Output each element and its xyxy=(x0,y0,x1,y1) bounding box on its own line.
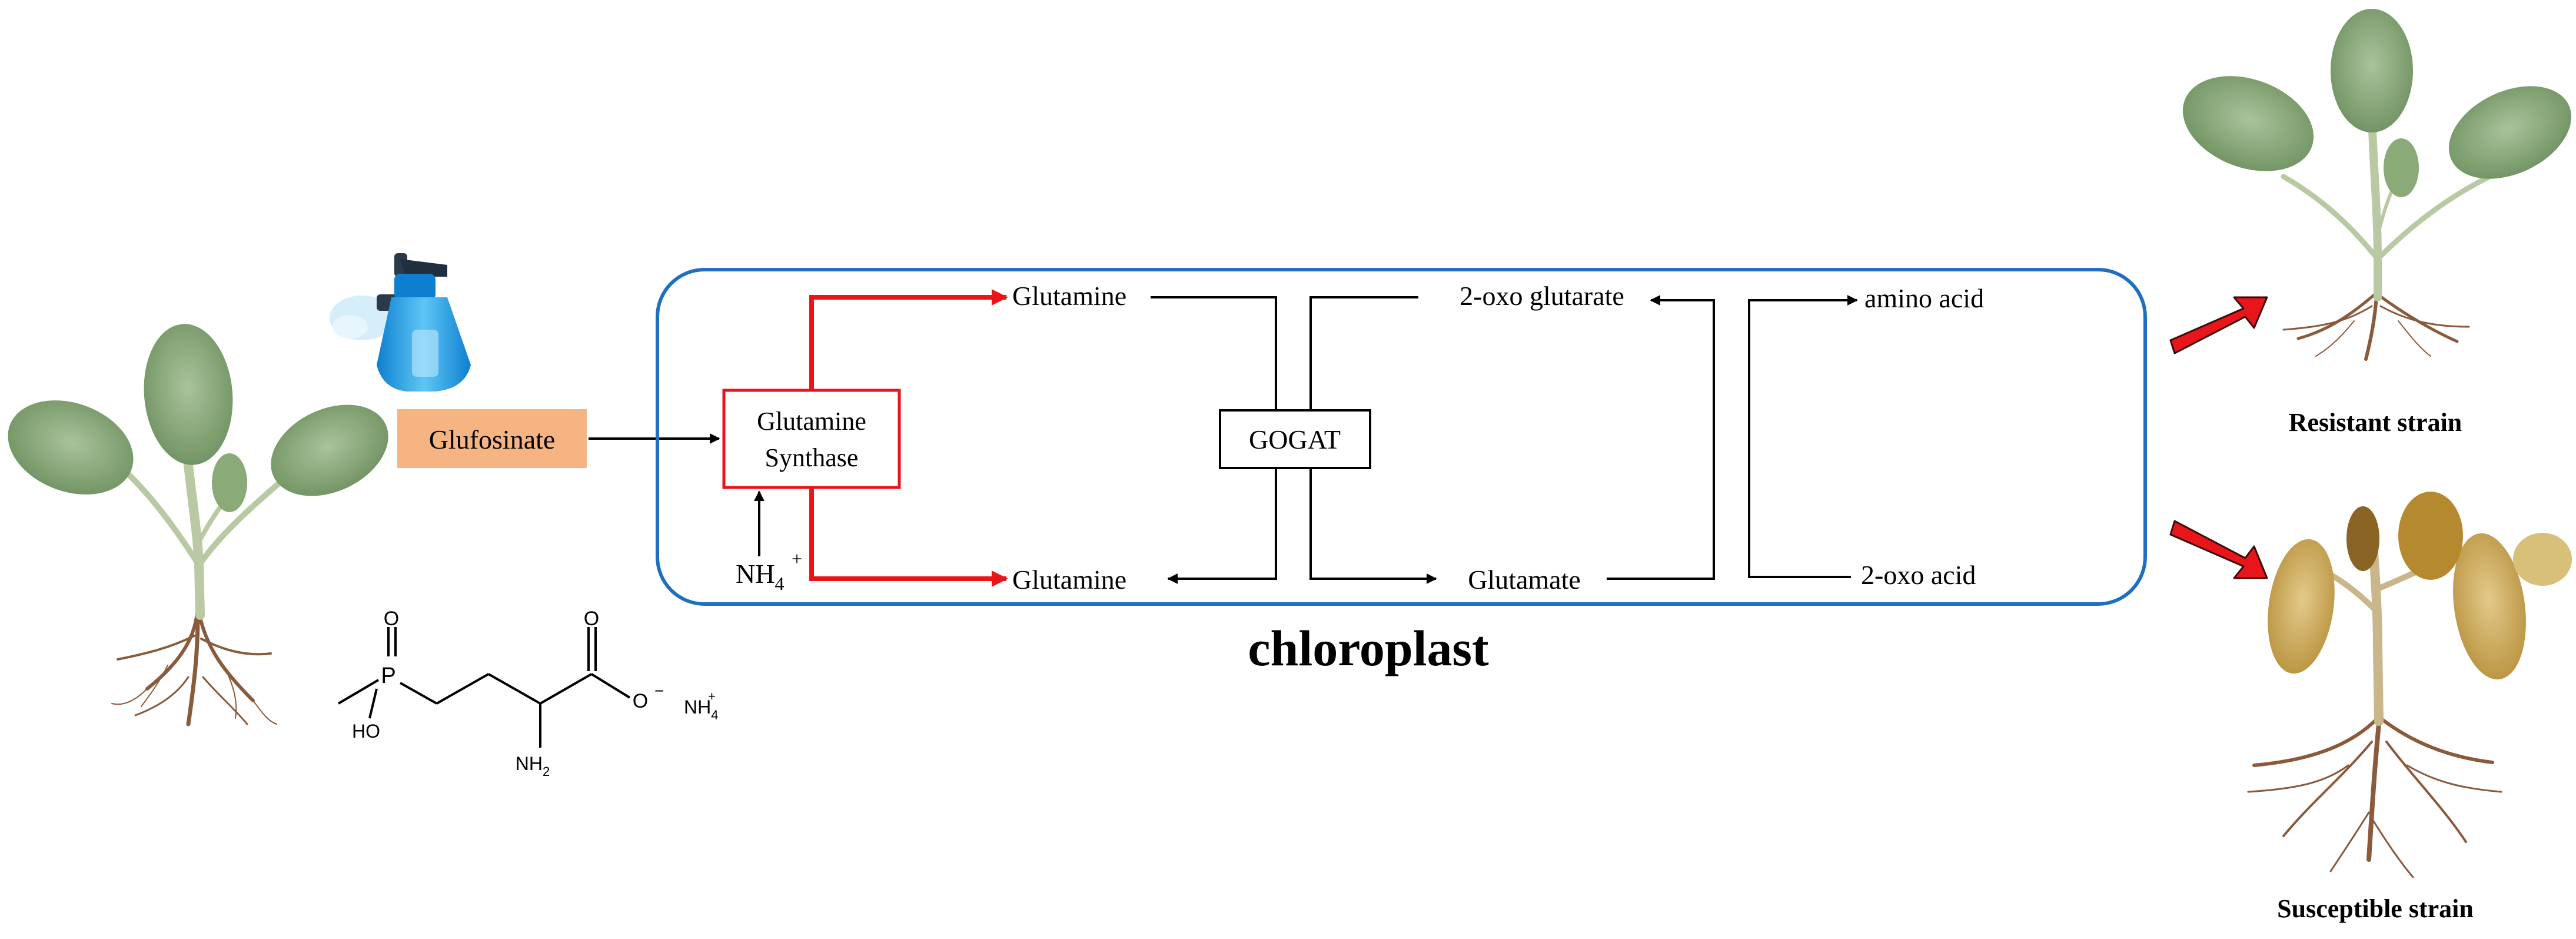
resistant-plant-leaf-small xyxy=(2384,138,2419,197)
resistant-plant-roots xyxy=(2282,293,2470,361)
counterion-nh4: NH4 xyxy=(684,696,718,722)
atom-ho: HO xyxy=(352,721,380,742)
atom-p: P xyxy=(381,663,395,688)
susceptible-plant-roots xyxy=(2247,716,2502,878)
left-plant-leaf-right xyxy=(271,404,388,496)
glufosinate-atoms: P O HO O O − NH2 NH4 + xyxy=(352,608,718,779)
glutamine-top-label: Glutamine xyxy=(1012,281,1126,311)
line-glutamate-to-oxoglutarate xyxy=(1607,295,1715,580)
atom-nh2: NH2 xyxy=(516,753,550,779)
left-plant-leaf-small xyxy=(212,453,247,512)
glutamine-bottom-label: Glutamine xyxy=(1012,565,1126,595)
susceptible-plant-leaf-far-right xyxy=(2513,533,2572,586)
amino-acid-label: amino acid xyxy=(1864,283,1984,313)
susceptible-plant-leaf-right xyxy=(2453,533,2526,680)
glufosinate-structure xyxy=(337,627,631,748)
resistant-plant-leaf-left xyxy=(2182,76,2314,171)
susceptible-plant xyxy=(2247,492,2572,878)
susceptible-plant-leaf-top-right xyxy=(2398,492,2463,580)
susceptible-label: Susceptible strain xyxy=(2277,894,2474,923)
resistant-plant-leaf-top xyxy=(2331,9,2413,132)
oxoglutarate-label: 2-oxo glutarate xyxy=(1460,281,1624,311)
glutamate-label: Glutamate xyxy=(1468,565,1581,595)
line-oxoacid-to-aminoacid xyxy=(1748,295,1858,578)
chloroplast-label: chloroplast xyxy=(1248,620,1489,676)
sprayer-icon xyxy=(330,253,471,391)
resistant-plant xyxy=(2182,9,2571,361)
atom-o-carbonyl: O xyxy=(584,608,599,630)
gogat-box xyxy=(1219,409,1371,469)
glutamine-synthase-line2: Synthase xyxy=(765,443,859,472)
ammonium-label: NH4 xyxy=(736,559,784,594)
arrow-to-susceptible xyxy=(2169,520,2268,579)
glufosinate-box xyxy=(397,409,587,468)
gogat-label: GOGAT xyxy=(1249,424,1341,454)
left-plant-roots xyxy=(111,610,277,726)
atom-o-phosphinyl: O xyxy=(384,608,399,630)
arrow-to-resistant xyxy=(2169,296,2268,354)
glutamine-synthase-line1: Glutamine xyxy=(757,407,866,436)
left-plant-leaf-top xyxy=(144,324,233,465)
ammonium-charge: + xyxy=(792,548,802,569)
glufosinate-label: Glufosinate xyxy=(429,424,556,454)
red-arrow-to-glutamine-bottom xyxy=(809,487,1008,587)
counterion-charge: + xyxy=(708,689,716,704)
atom-o-carboxylate: O xyxy=(633,690,648,712)
susceptible-plant-leaf-top-left xyxy=(2346,506,2379,571)
oxo-acid-label: 2-oxo acid xyxy=(1861,560,1976,590)
glutamine-synthase-box xyxy=(722,389,901,489)
resistant-label: Resistant strain xyxy=(2289,408,2462,437)
red-arrow-to-glutamine-top xyxy=(809,289,1008,390)
left-plant-leaf-left xyxy=(8,400,134,495)
left-plant xyxy=(8,324,388,726)
susceptible-plant-leaf-left xyxy=(2268,539,2335,674)
resistant-plant-leaf-right xyxy=(2449,86,2571,179)
charge-minus: − xyxy=(654,682,664,700)
chloroplast-compartment xyxy=(656,268,2147,606)
